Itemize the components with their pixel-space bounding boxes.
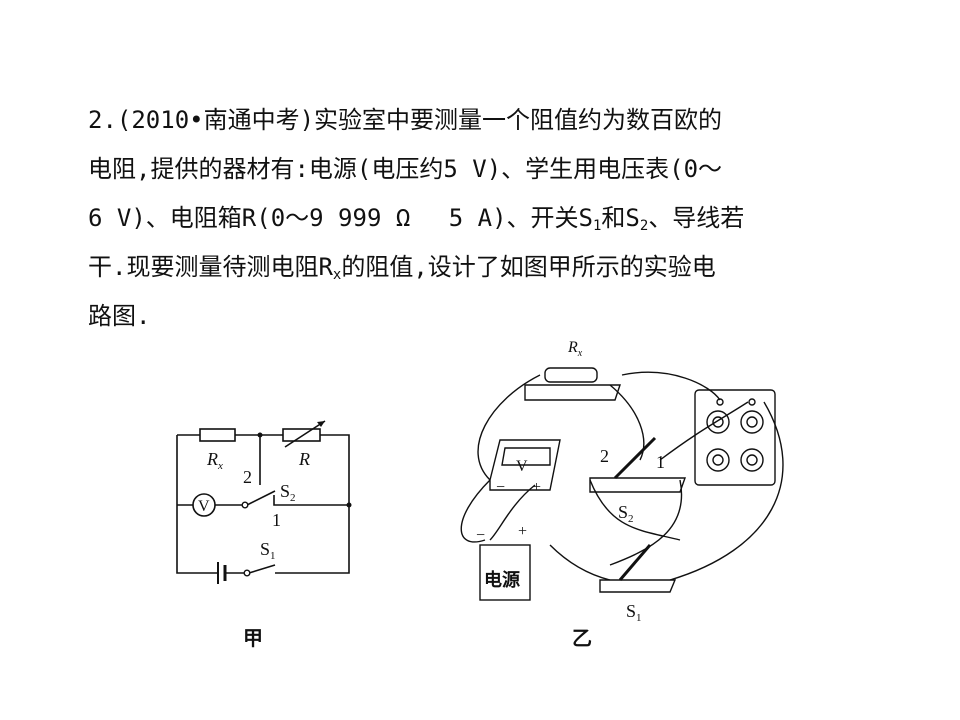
resistance-box: [694, 389, 776, 486]
problem-text: 2.(2010•南通中考)实验室中要测量一个阻值约为数百欧的 电阻,提供的器材有…: [88, 96, 868, 341]
rx-resistor: [199, 428, 236, 442]
s2-label: S2: [618, 502, 634, 525]
rx-label: Rx: [567, 339, 583, 359]
rx-subscript: x: [332, 267, 342, 283]
voltmeter-label: V: [516, 458, 528, 475]
position-1-label: 1: [272, 510, 281, 530]
position-2-label: 2: [243, 467, 252, 487]
problem-line-4: 干.现要测量待测电阻Rx的阻值,设计了如图甲所示的实验电: [88, 243, 868, 292]
s2-subscript: 2: [639, 218, 649, 234]
s2-switch-base: [589, 477, 686, 493]
wiring-drawing-yi: Rx V − + 2 1 S2 − + 电源 S1: [460, 339, 784, 624]
voltmeter-plus: +: [532, 479, 541, 496]
rx-component: [544, 367, 598, 383]
rx-board: [524, 384, 621, 401]
voltmeter-symbol: [192, 493, 216, 517]
variable-arrow: [284, 420, 326, 448]
caption-yi: 乙: [572, 626, 592, 650]
s1-label: S1: [260, 539, 276, 562]
circuit-diagram-jia: Rx R V 2 S2 1 S1: [176, 420, 352, 584]
r-resistance-box: [282, 428, 321, 442]
s1-subscript: 1: [592, 218, 602, 234]
s1-switch-lever: [248, 564, 276, 574]
line4-part-a: 干.现要测量待测电阻R: [88, 253, 333, 281]
s2-label: S2: [280, 481, 296, 504]
s2-switch-lever: [246, 490, 276, 506]
problem-line-3: 6 V)、电阻箱R(0～9 999 Ω 5 A)、开关S1和S2、导线若: [88, 194, 868, 243]
line4-part-b: 的阻值,设计了如图甲所示的实验电: [341, 253, 716, 281]
line3-part-c: 、导线若: [648, 204, 745, 232]
line3-part-a: 6 V)、电阻箱R(0～9 999 Ω 5 A)、开关S: [88, 204, 593, 232]
battery-plus: +: [518, 523, 527, 540]
s1-label: S1: [626, 601, 642, 624]
voltmeter-label: V: [198, 498, 210, 515]
voltmeter-device: [489, 439, 561, 491]
caption-jia: 甲: [243, 626, 263, 650]
line3-part-b: 和S: [601, 204, 640, 232]
problem-line-2: 电阻,提供的器材有:电源(电压约5 V)、学生用电压表(0～: [88, 155, 723, 183]
problem-line-5: 路图.: [88, 302, 151, 330]
s1-switch-base: [599, 579, 677, 593]
battery: [479, 544, 531, 601]
s2-position-2: 2: [600, 446, 609, 466]
s2-position-1: 1: [656, 452, 665, 472]
r-label: R: [298, 449, 310, 469]
problem-line-1: 2.(2010•南通中考)实验室中要测量一个阻值约为数百欧的: [88, 106, 723, 134]
battery-minus: −: [476, 527, 485, 544]
voltmeter-minus: −: [496, 479, 505, 496]
battery-label: 电源: [484, 569, 520, 591]
rx-label: Rx: [206, 449, 223, 472]
